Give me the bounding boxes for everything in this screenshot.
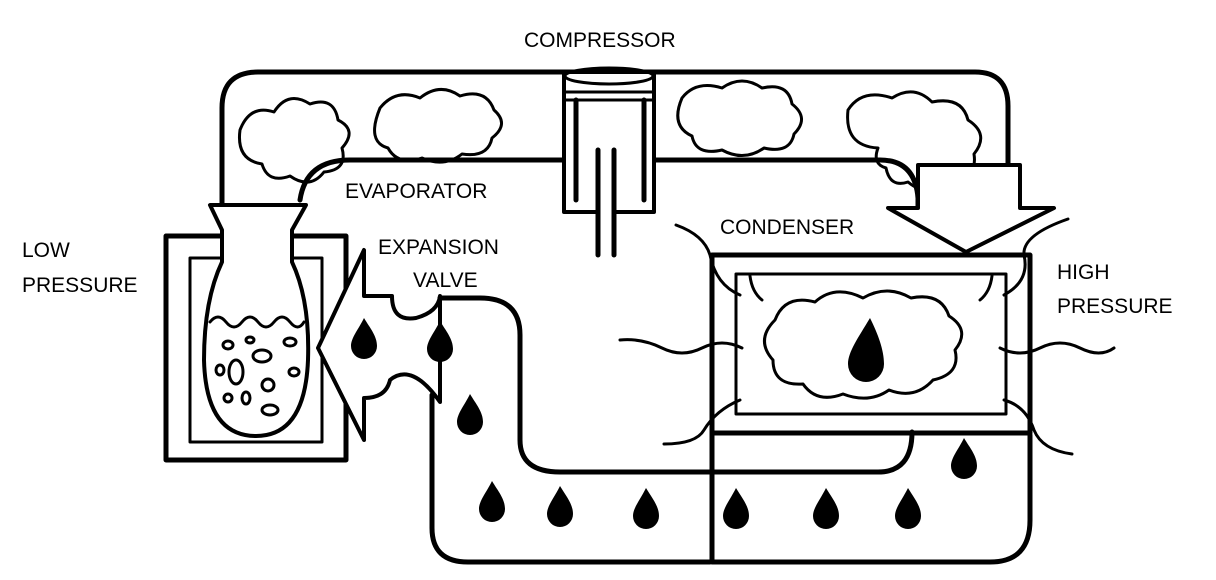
liquid-drop xyxy=(457,394,483,435)
vapor-cloud-3 xyxy=(676,79,803,157)
liquid-pipe xyxy=(429,295,1033,565)
vapor-cloud-2 xyxy=(373,88,503,164)
compressor-piston xyxy=(562,66,656,260)
heat-waves xyxy=(618,217,1116,456)
liquid-drop xyxy=(813,488,839,529)
liquid-drop xyxy=(951,438,977,479)
evaporator-label: EVAPORATOR xyxy=(345,180,488,203)
flow-arrow-down xyxy=(886,163,1056,254)
low-pressure-label-line2: PRESSURE xyxy=(22,274,138,297)
high-pressure-label-line1: HIGH xyxy=(1057,261,1110,284)
liquid-drop xyxy=(895,488,921,529)
expansion-label-line1: EXPANSION xyxy=(378,236,499,259)
flask xyxy=(202,203,311,438)
high-pressure-label-line2: PRESSURE xyxy=(1057,295,1173,318)
liquid-drop xyxy=(427,321,453,362)
condenser-box xyxy=(709,252,1033,436)
liquid-drops xyxy=(351,318,977,529)
vapor-pipe xyxy=(219,69,1011,213)
liquid-drop xyxy=(723,488,749,529)
liquid-drop xyxy=(547,486,573,527)
liquid-drop xyxy=(351,318,377,359)
liquid-drop xyxy=(633,488,659,529)
low-pressure-label-line1: LOW xyxy=(22,239,70,262)
condenser-label: CONDENSER xyxy=(720,216,855,239)
liquid-drop xyxy=(479,481,505,522)
expansion-label-line2: VALVE xyxy=(413,269,478,292)
compressor-label: COMPRESSOR xyxy=(524,29,676,52)
vapor-cloud-1 xyxy=(237,97,351,184)
